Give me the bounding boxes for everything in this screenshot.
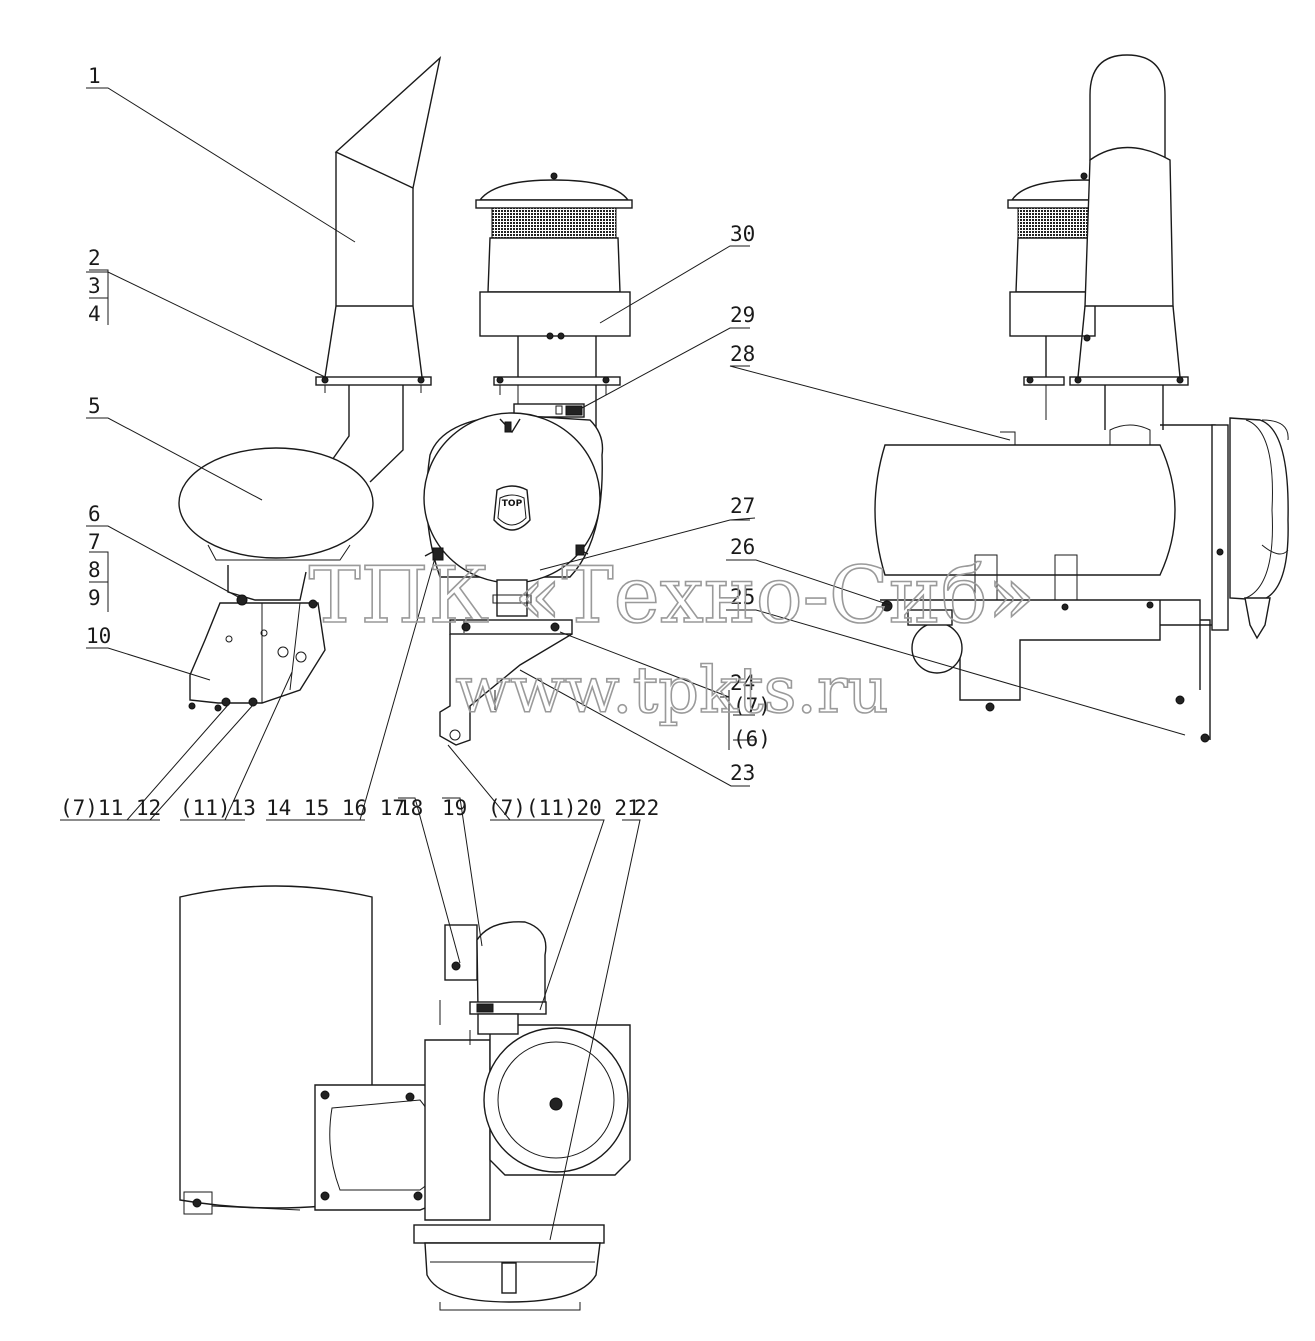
top-view-assembly <box>179 885 631 1311</box>
exhaust-pipe-assembly <box>315 56 442 483</box>
bracket-left <box>188 594 326 712</box>
label-9: 9 <box>88 586 101 610</box>
label-7: 7 <box>88 530 101 554</box>
label-4: 4 <box>88 302 101 326</box>
label-group-7-11-12: (7)11 12 <box>60 796 161 820</box>
label-23: 23 <box>730 761 755 785</box>
label-30: 30 <box>730 222 755 246</box>
label-28: 28 <box>730 342 755 366</box>
air-cleaner-body-front: TOP <box>423 412 604 617</box>
bracket-center <box>439 619 573 746</box>
label-22: 22 <box>634 796 659 820</box>
label-3: 3 <box>88 274 101 298</box>
label-27: 27 <box>730 494 755 518</box>
label-group-11-13: (11)13 <box>180 796 256 820</box>
air-intake-cap <box>475 172 633 455</box>
label-1: 1 <box>88 64 101 88</box>
label-6: 6 <box>88 502 101 526</box>
watermark-company: ТПК «Техно-Сиб» <box>309 551 1036 641</box>
label-group-14-17: 14 15 16 17 <box>266 796 405 820</box>
side-view-assembly <box>874 54 1289 743</box>
label-group-7-11-20-21: (7)(11)20 21 <box>488 796 640 820</box>
label-paren-7: (7) <box>733 694 771 718</box>
label-24: 24 <box>730 671 755 695</box>
label-19: 19 <box>442 796 467 820</box>
label-5: 5 <box>88 394 101 418</box>
watermark-url: www.tpkts.ru <box>455 654 888 728</box>
callout-labels: 1 2 3 4 5 6 7 8 9 10 (7)11 12 (11)13 14 … <box>60 64 771 820</box>
silencer <box>178 447 374 601</box>
label-29: 29 <box>730 303 755 327</box>
label-26: 26 <box>730 535 755 559</box>
label-2: 2 <box>88 246 101 270</box>
label-18: 18 <box>398 796 423 820</box>
leader-lines <box>60 87 1186 1241</box>
label-8: 8 <box>88 558 101 582</box>
label-25: 25 <box>730 585 755 609</box>
label-paren-6: (6) <box>733 727 771 751</box>
watermark: ТПК «Техно-Сиб» www.tpkts.ru <box>308 550 1036 729</box>
top-mark: TOP <box>502 499 523 509</box>
label-10: 10 <box>86 624 111 648</box>
